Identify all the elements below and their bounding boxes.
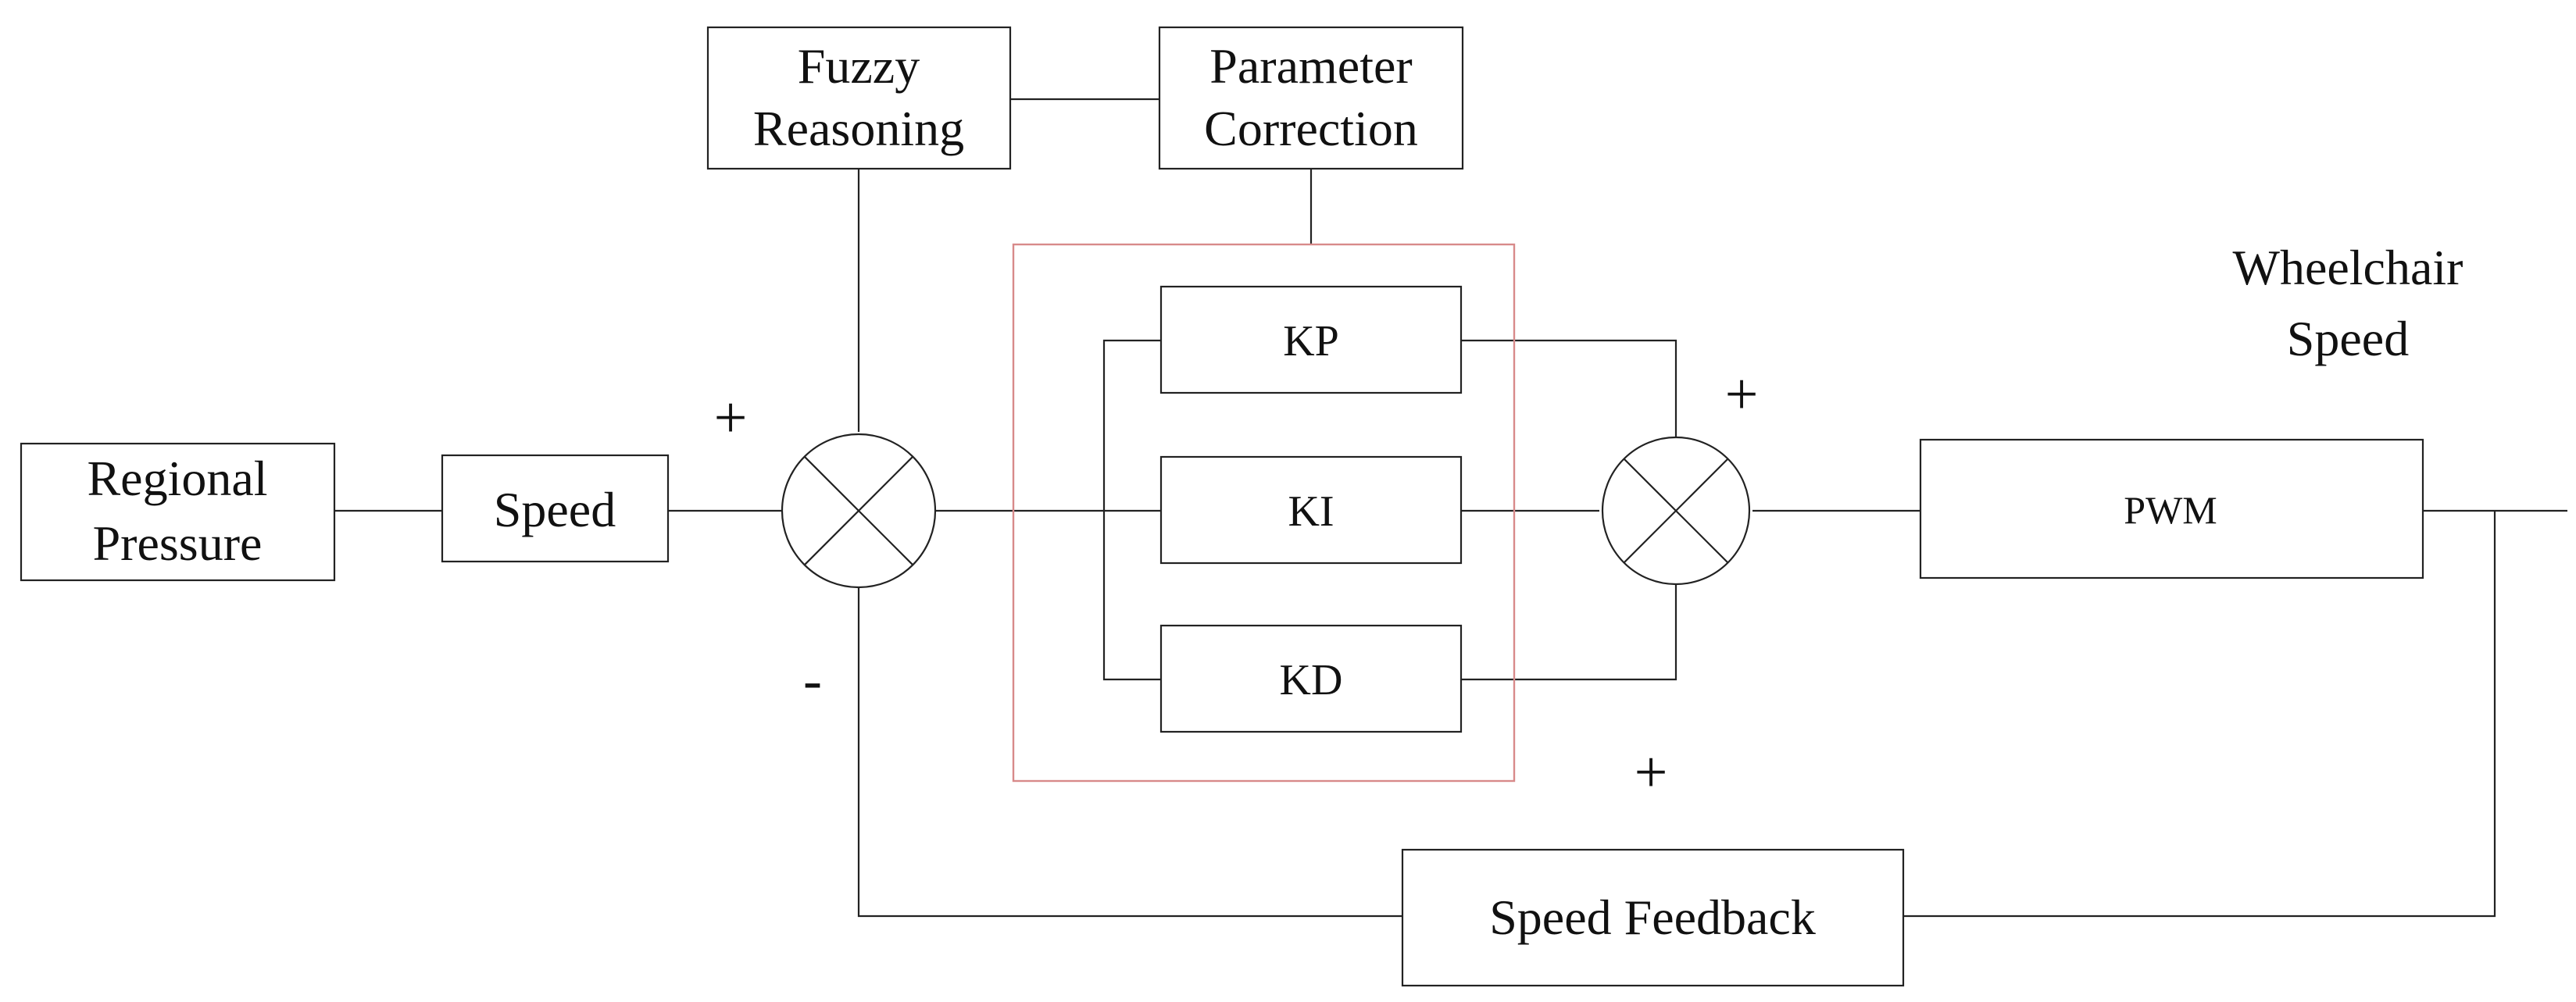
wire-output-to-feedback [1903,511,2496,918]
speed-block: Speed [441,454,670,563]
speed-block-label: Speed [494,482,616,537]
speed-feedback-block: Speed Feedback [1401,848,1905,987]
regional-pressure-block: Regional Pressure [20,442,336,582]
kd-block: KD [1159,624,1463,733]
summing-junction-1 [781,433,937,589]
fuzzy-reasoning-block: Fuzzy Reasoning [706,26,1012,170]
regional-pressure-label-line2: Pressure [93,515,263,571]
kd-label: KD [1280,656,1343,704]
ki-label: KI [1288,487,1334,536]
fuzzy-reasoning-label-line1: Fuzzy [798,38,920,94]
sum2-plus-sign-top: + [1725,362,1759,427]
wheelchair-speed-label: Wheelchair Speed [2233,240,2463,366]
parameter-correction-label-line1: Parameter [1209,38,1412,94]
regional-pressure-label-line1: Regional [87,451,267,506]
sum2-plus-sign-bottom: + [1635,740,1668,805]
wheelchair-speed-label-line2: Speed [2287,311,2409,366]
connection-lines [334,98,2567,918]
pwm-block: PWM [1919,438,2424,579]
wheelchair-speed-label-line1: Wheelchair [2233,240,2463,295]
parameter-correction-block: Parameter Correction [1158,26,1464,170]
wire-feedback-to-sum1 [857,588,1402,918]
wire-kd-to-sum2 [1461,583,1677,681]
kp-label: KP [1283,317,1339,365]
sum1-minus-sign: - [803,649,822,711]
pwm-label: PWM [2124,488,2217,532]
parameter-correction-label-line2: Correction [1204,101,1418,156]
wire-branch-to-kp-kd [1102,339,1161,681]
fuzzy-reasoning-label-line2: Reasoning [753,101,964,156]
sum1-plus-sign: + [714,385,748,451]
speed-feedback-label: Speed Feedback [1489,890,1816,945]
ki-block: KI [1159,455,1463,565]
kp-block: KP [1159,285,1463,394]
pid-controller-frame [1012,243,1516,783]
wire-kp-to-sum2 [1461,339,1677,438]
summing-junction-2 [1601,436,1751,586]
